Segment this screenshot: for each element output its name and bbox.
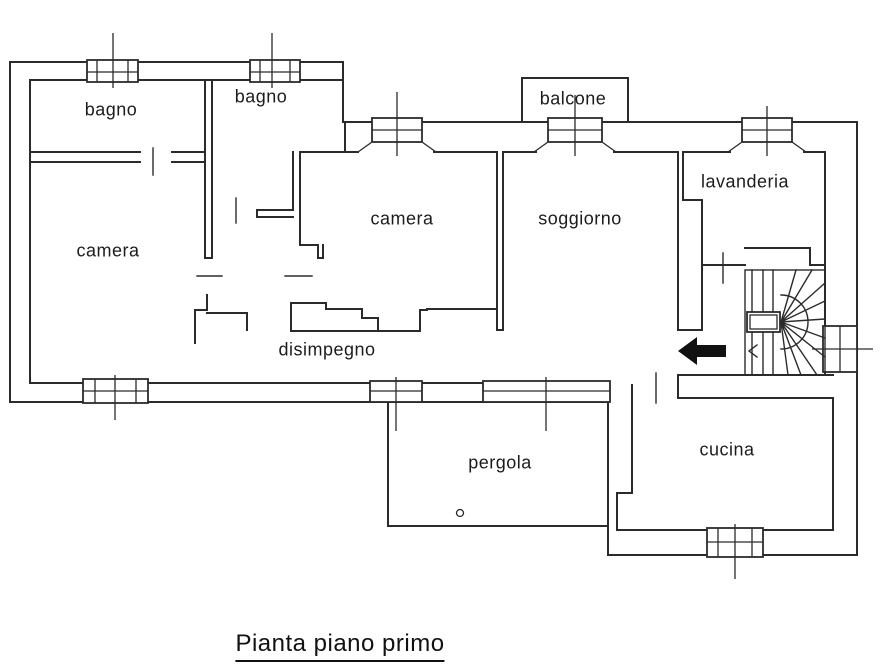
window-icon xyxy=(706,524,764,579)
room-label-disimpegno: disimpegno xyxy=(278,339,376,360)
room-label-cucina: cucina xyxy=(699,439,755,460)
pergola-outline xyxy=(387,402,609,527)
room-label-camera-2: camera xyxy=(370,208,434,229)
window-icon xyxy=(86,33,139,88)
window-icon xyxy=(82,375,149,420)
plan-title: Pianta piano primo xyxy=(235,630,445,662)
window-icon xyxy=(533,95,617,156)
window-icon xyxy=(727,106,807,156)
room-label-camera-1: camera xyxy=(76,240,140,261)
windows xyxy=(82,33,873,579)
window-icon xyxy=(369,377,423,431)
room-label-bagno-1: bagno xyxy=(84,99,138,120)
room-label-bagno-2: bagno xyxy=(234,86,288,107)
room-label-balcone: balcone xyxy=(539,88,607,109)
window-icon xyxy=(249,33,301,88)
interior-walls xyxy=(29,79,834,531)
room-label-pergola: pergola xyxy=(468,452,532,473)
window-icon xyxy=(812,325,873,373)
room-label-lavanderia: lavanderia xyxy=(700,171,790,192)
pergola-column-icon xyxy=(455,508,465,518)
stair-direction-arrow xyxy=(747,344,758,358)
window-icon xyxy=(482,377,611,431)
door-openings xyxy=(152,147,724,404)
window-icon xyxy=(357,92,437,156)
staircase-icon xyxy=(744,269,826,376)
entrance-arrow-icon xyxy=(678,337,726,365)
room-label-soggiorno: soggiorno xyxy=(538,208,622,229)
